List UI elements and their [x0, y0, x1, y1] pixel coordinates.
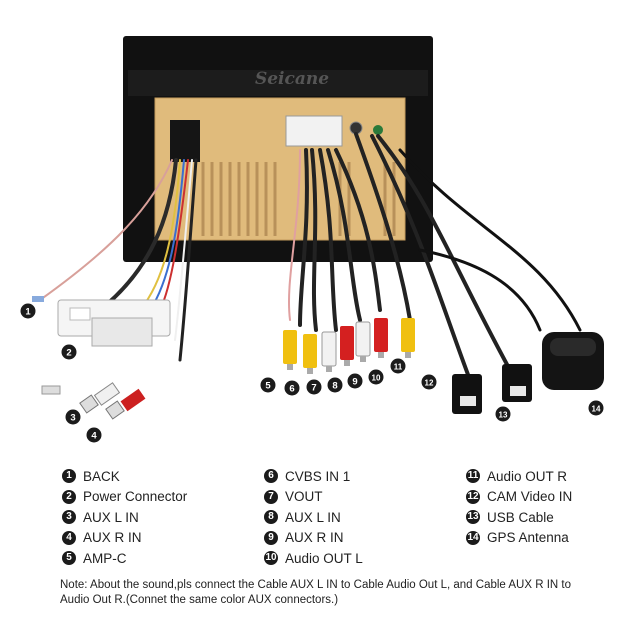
legend-item: 2 Power Connector [62, 487, 187, 508]
usb-plugs [452, 364, 532, 414]
svg-text:10: 10 [372, 374, 381, 383]
legend-label: AMP-C [83, 550, 127, 566]
callout-11: 11 [390, 358, 406, 374]
main-port [170, 120, 200, 162]
legend-number: 3 [62, 510, 76, 525]
legend-number: 12 [466, 489, 480, 504]
legend-number: 13 [466, 510, 480, 525]
legend-number: 4 [62, 530, 76, 545]
legend-number: 7 [264, 489, 278, 504]
callout-13: 13 [495, 406, 511, 422]
power-connector [57, 299, 171, 347]
legend-item: 13 USB Cable [466, 507, 572, 528]
legend: 1 BACK 2 Power Connector 3 AUX L IN 4 AUX R … [0, 466, 640, 576]
legend-number: 1 [62, 469, 76, 484]
rca-plugs [283, 318, 415, 374]
callout-8: 8 [327, 377, 343, 393]
legend-label: Audio OUT R [487, 468, 568, 484]
svg-text:12: 12 [425, 379, 434, 388]
callout-4: 4 [86, 427, 102, 443]
legend-item: 3 AUX L IN [62, 507, 187, 528]
legend-number: 8 [264, 510, 278, 525]
legend-item: 10 Audio OUT L [264, 548, 363, 569]
legend-item: 11 Audio OUT R [466, 466, 572, 487]
svg-text:4: 4 [91, 431, 97, 442]
legend-label: Audio OUT L [285, 550, 363, 566]
svg-text:11: 11 [394, 363, 403, 372]
brand-logo: Seicane [255, 69, 329, 89]
legend-label: CVBS IN 1 [285, 468, 351, 484]
callout-5: 5 [260, 377, 276, 393]
svg-text:1: 1 [25, 307, 31, 318]
legend-item: 4 AUX R IN [62, 528, 187, 549]
svg-text:2: 2 [66, 348, 71, 359]
callout-1: 1 [20, 303, 36, 319]
legend-label: USB Cable [487, 509, 554, 525]
head-unit: Seicane [123, 36, 433, 262]
wires [39, 132, 582, 382]
legend-column-2: 6 CVBS IN 1 7 VOUT 8 AUX L IN 9 AUX R IN 10 A… [264, 466, 363, 569]
legend-item: 5 AMP-C [62, 548, 187, 569]
callout-3: 3 [65, 409, 81, 425]
legend-number: 9 [264, 530, 278, 545]
legend-label: BACK [83, 468, 120, 484]
svg-text:6: 6 [289, 384, 294, 395]
legend-item: 7 VOUT [264, 487, 363, 508]
aux-port-block [285, 115, 343, 147]
callout-9: 9 [347, 373, 363, 389]
gps-antenna [542, 332, 604, 390]
gps-port [373, 125, 383, 135]
legend-number: 11 [466, 469, 480, 484]
aux-in-plugs-left [79, 382, 146, 420]
legend-item: 8 AUX L IN [264, 507, 363, 528]
callout-2: 2 [61, 344, 77, 360]
svg-text:14: 14 [592, 405, 601, 414]
legend-item: 12 CAM Video IN [466, 487, 572, 508]
callout-6: 6 [284, 380, 300, 396]
legend-number: 14 [466, 530, 480, 545]
legend-number: 10 [264, 551, 278, 566]
svg-text:7: 7 [311, 383, 316, 394]
legend-column-3: 11 Audio OUT R 12 CAM Video IN 13 USB Cable… [466, 466, 572, 548]
legend-item: 9 AUX R IN [264, 528, 363, 549]
svg-text:3: 3 [70, 413, 75, 424]
legend-label: AUX R IN [285, 530, 344, 546]
legend-label: AUX R IN [83, 530, 142, 546]
svg-text:9: 9 [352, 377, 357, 388]
sound-note: Note: About the sound,pls connect the Ca… [60, 579, 571, 606]
legend-item: 14 GPS Antenna [466, 528, 572, 549]
back-connector [32, 296, 44, 302]
legend-label: AUX L IN [285, 509, 341, 525]
legend-item: 1 BACK [62, 466, 187, 487]
legend-item: 6 CVBS IN 1 [264, 466, 363, 487]
amp-c-connector [41, 385, 61, 395]
svg-text:5: 5 [265, 381, 271, 392]
legend-number: 5 [62, 551, 76, 566]
legend-label: Power Connector [83, 489, 188, 505]
svg-text:8: 8 [332, 381, 337, 392]
legend-label: GPS Antenna [487, 530, 569, 546]
callout-12: 12 [421, 374, 437, 390]
legend-label: VOUT [285, 489, 323, 505]
legend-number: 2 [62, 489, 76, 504]
callout-7: 7 [306, 379, 322, 395]
wiring-diagram: Seicane [20, 36, 604, 443]
legend-column-1: 1 BACK 2 Power Connector 3 AUX L IN 4 AUX R … [62, 466, 187, 569]
svg-text:13: 13 [499, 411, 508, 420]
callout-14: 14 [588, 400, 604, 416]
legend-label: CAM Video IN [487, 489, 573, 505]
legend-label: AUX L IN [83, 509, 139, 525]
callout-10: 10 [368, 369, 384, 385]
legend-number: 6 [264, 469, 278, 484]
